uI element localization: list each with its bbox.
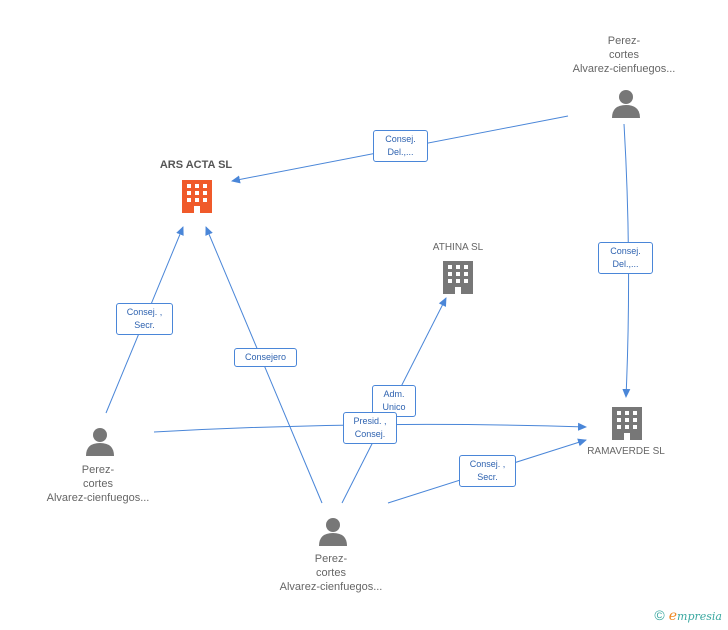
edge-label-line: Presid. ,: [353, 416, 387, 426]
edge-label-line: Consej.: [354, 429, 386, 439]
company-label-ramaverde[interactable]: RAMAVERDE SL: [576, 445, 676, 459]
edge-label-left-to-ars[interactable]: Consej. , Secr.: [116, 303, 173, 335]
edge-label-line: Consejero: [244, 352, 287, 362]
person-icon[interactable]: [319, 518, 347, 546]
company-name: ARS ACTA SL: [159, 159, 233, 171]
edge-label-line: Unico: [382, 402, 406, 412]
copyright-icon: ©: [654, 607, 665, 623]
building-icon[interactable]: [443, 261, 473, 294]
person-label-top[interactable]: Perez- cortes Alvarez-cienfuegos...: [554, 34, 694, 76]
person-name-line: Perez-: [607, 35, 641, 47]
edge-label-left-to-rama[interactable]: Presid. , Consej.: [343, 412, 397, 444]
person-icon[interactable]: [612, 90, 640, 118]
edge-label-line: Adm.: [383, 389, 405, 399]
person-name-line: Alvarez-cienfuegos...: [279, 581, 383, 593]
edge-label-bottom-to-ars[interactable]: Consejero: [234, 348, 297, 367]
company-name: ATHINA SL: [432, 242, 484, 253]
person-name-line: Perez-: [314, 553, 348, 565]
empresia-credit[interactable]: ©empresia: [654, 607, 722, 624]
company-name: RAMAVERDE SL: [587, 446, 665, 457]
person-name-line: cortes: [83, 478, 113, 490]
edge-label-top-to-ars[interactable]: Consej. Del.,...: [373, 130, 428, 162]
brand-initial: e: [668, 608, 678, 624]
company-label-ars-acta[interactable]: ARS ACTA SL: [146, 158, 246, 172]
edge-label-line: Del.,...: [612, 259, 639, 269]
edge-label-line: Consej.: [610, 246, 641, 256]
edge-label-line: Consej. ,: [126, 307, 163, 317]
edge-label-line: Del.,...: [387, 147, 414, 157]
person-name-line: Perez-: [81, 464, 115, 476]
edge-label-line: Secr.: [134, 320, 155, 330]
building-icon[interactable]: [612, 407, 642, 440]
edge-label-line: Secr.: [477, 472, 498, 482]
person-icon[interactable]: [86, 428, 114, 456]
edge-label-bottom-to-athina[interactable]: Adm. Unico: [372, 385, 416, 417]
person-label-bottom[interactable]: Perez- cortes Alvarez-cienfuegos...: [261, 552, 401, 594]
edge-label-bottom-to-rama[interactable]: Consej. , Secr.: [459, 455, 516, 487]
person-name-line: Alvarez-cienfuegos...: [46, 492, 150, 504]
edge-label-line: Consej. ,: [469, 459, 506, 469]
edge-label-top-to-rama[interactable]: Consej. Del.,...: [598, 242, 653, 274]
edges: [105, 115, 631, 504]
company-label-athina[interactable]: ATHINA SL: [408, 241, 508, 255]
person-name-line: cortes: [609, 49, 639, 61]
building-icon[interactable]: [182, 180, 212, 213]
edge-label-line: Consej.: [385, 134, 416, 144]
person-name-line: Alvarez-cienfuegos...: [572, 63, 676, 75]
brand-name: mpresia: [677, 610, 722, 623]
person-name-line: cortes: [316, 567, 346, 579]
person-label-left[interactable]: Perez- cortes Alvarez-cienfuegos...: [28, 463, 168, 505]
